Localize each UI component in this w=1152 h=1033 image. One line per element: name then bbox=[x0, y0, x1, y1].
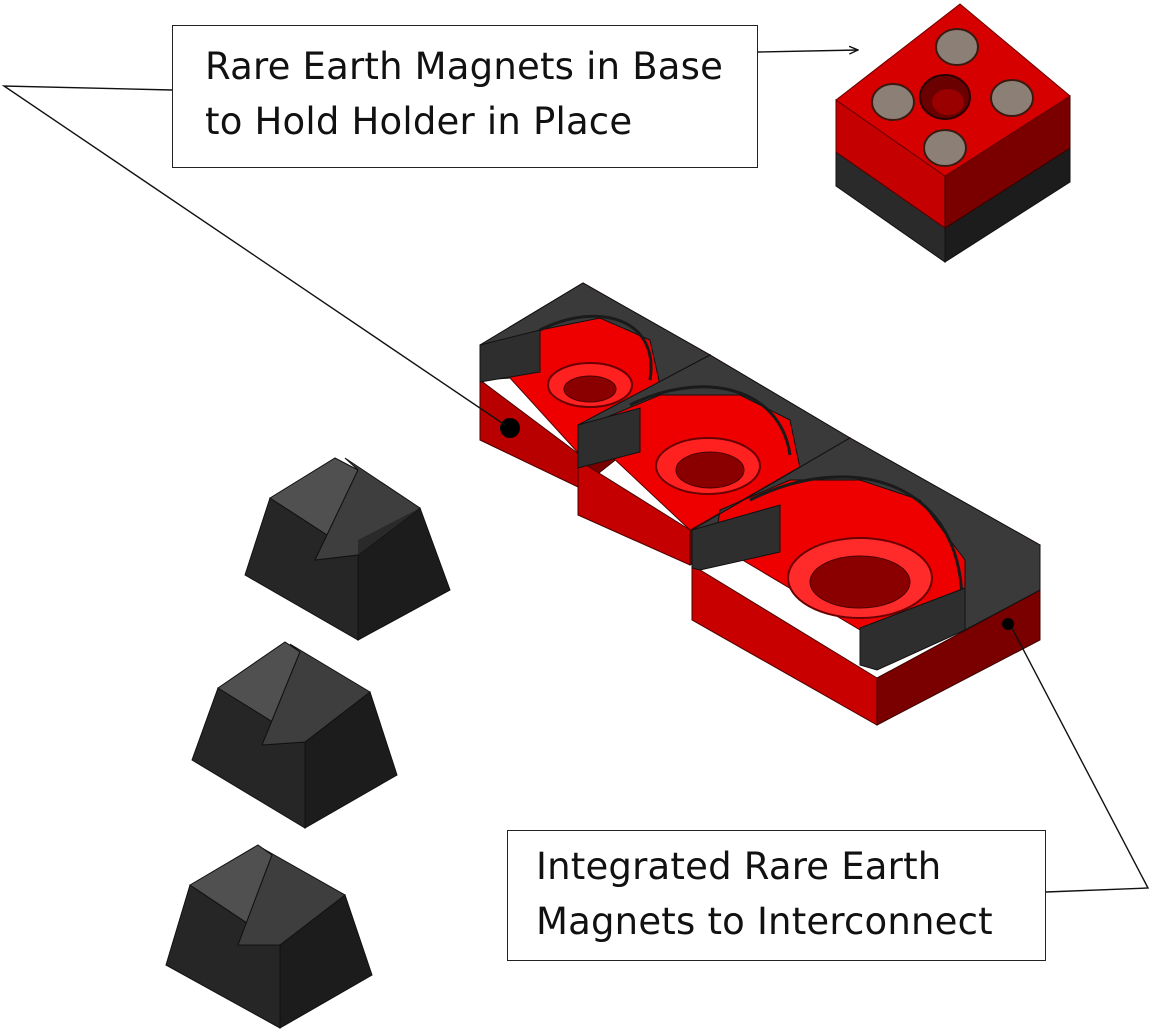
holder-segment-3 bbox=[691, 437, 1042, 726]
magnet-base-block bbox=[835, 3, 1071, 263]
leader-line-top bbox=[1, 85, 506, 426]
base-magnet-top bbox=[935, 28, 979, 66]
holder-magnet-dot-right bbox=[1002, 618, 1014, 630]
leader-line-bottom bbox=[1011, 627, 1150, 893]
base-magnet-left bbox=[871, 83, 915, 121]
v-block-3 bbox=[165, 844, 373, 1029]
v-block-1 bbox=[244, 457, 451, 641]
callout-base-magnets: Rare Earth Magnets in Base to Hold Holde… bbox=[172, 25, 758, 168]
v-block-2 bbox=[191, 641, 398, 829]
callout-top-line-1: Rare Earth Magnets in Base bbox=[205, 45, 724, 88]
leader-lines bbox=[1, 50, 1150, 893]
holder-magnet-dot-left bbox=[500, 418, 520, 438]
base-magnet-bottom bbox=[923, 129, 967, 167]
callout-top-line-2: to Hold Holder in Place bbox=[205, 100, 633, 143]
callout-bottom-line-1: Integrated Rare Earth bbox=[536, 845, 942, 888]
callout-interconnect-magnets: Integrated Rare Earth Magnets to Interco… bbox=[507, 830, 1046, 961]
base-magnet-right bbox=[990, 79, 1034, 117]
callout-bottom-line-2: Magnets to Interconnect bbox=[536, 900, 993, 943]
arrow-to-base bbox=[757, 50, 858, 52]
